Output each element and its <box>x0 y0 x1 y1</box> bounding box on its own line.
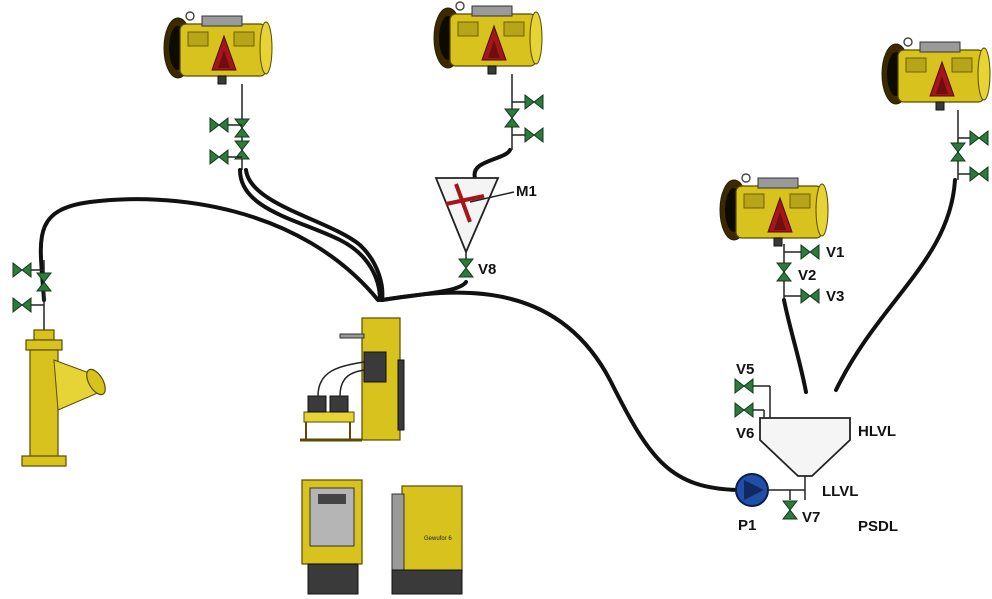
label-v8: V8 <box>478 261 496 278</box>
label-v1: V1 <box>826 244 844 261</box>
label-v5: V5 <box>736 361 754 378</box>
collector-2-valves <box>505 95 543 142</box>
y-strainer <box>13 260 109 466</box>
control-cabinet-1 <box>302 480 362 594</box>
dust-collector-1 <box>164 12 272 84</box>
dust-collector-4 <box>882 38 990 110</box>
label-hlvl: HLVL <box>858 423 896 440</box>
label-v6: V6 <box>736 425 754 442</box>
label-v3: V3 <box>826 288 844 305</box>
dust-collector-3 <box>720 174 828 246</box>
collector-4-valves <box>951 131 988 181</box>
central-machine <box>300 318 404 440</box>
control-cabinet-2: Gewufor 6 <box>392 486 462 594</box>
collector-1-valves <box>210 118 249 164</box>
label-llvl: LLVL <box>822 483 858 500</box>
dust-collector-2 <box>434 2 542 74</box>
hopper-m1 <box>436 178 514 277</box>
label-m1: M1 <box>516 183 537 200</box>
cabinet-brand-text: Gewufor 6 <box>424 536 452 542</box>
label-v7: V7 <box>802 509 820 526</box>
label-v2: V2 <box>798 267 816 284</box>
pump-p1 <box>736 474 768 506</box>
label-psdl: PSDL <box>858 518 898 535</box>
label-p1: P1 <box>738 517 756 534</box>
